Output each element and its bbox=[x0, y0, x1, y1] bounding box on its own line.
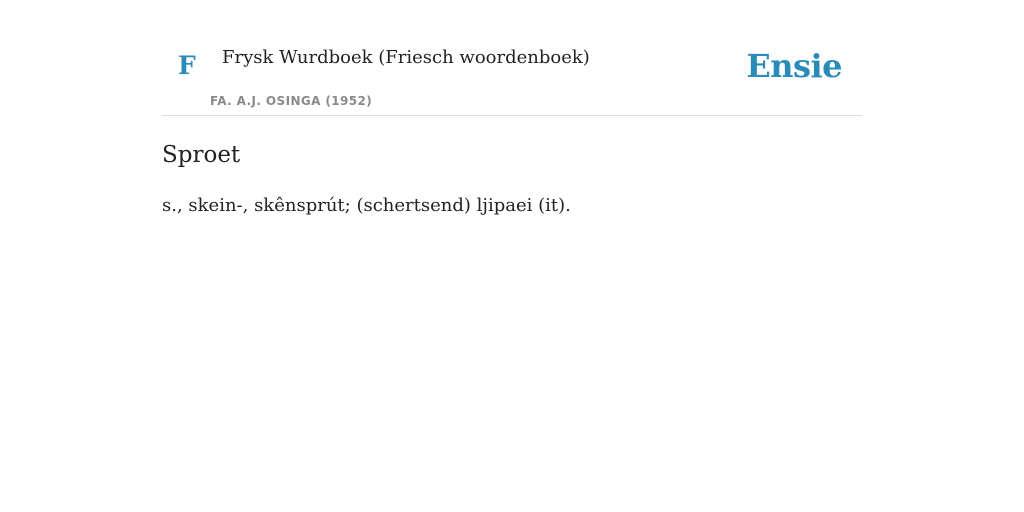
ensie-logo[interactable]: Ensie bbox=[746, 47, 842, 85]
entry-definition: s., skein-, skênsprút; (schertsend) ljip… bbox=[162, 195, 571, 216]
book-title-link[interactable]: Frysk Wurdboek (Friesch woordenboek) bbox=[222, 47, 590, 68]
page-container: F Frysk Wurdboek (Friesch woordenboek) F… bbox=[162, 0, 862, 216]
book-header: F Frysk Wurdboek (Friesch woordenboek) F… bbox=[162, 0, 862, 116]
book-letter-icon[interactable]: F bbox=[178, 51, 196, 80]
book-author: FA. A.J. OSINGA (1952) bbox=[210, 94, 373, 108]
entry-word: Sproet bbox=[162, 142, 241, 168]
